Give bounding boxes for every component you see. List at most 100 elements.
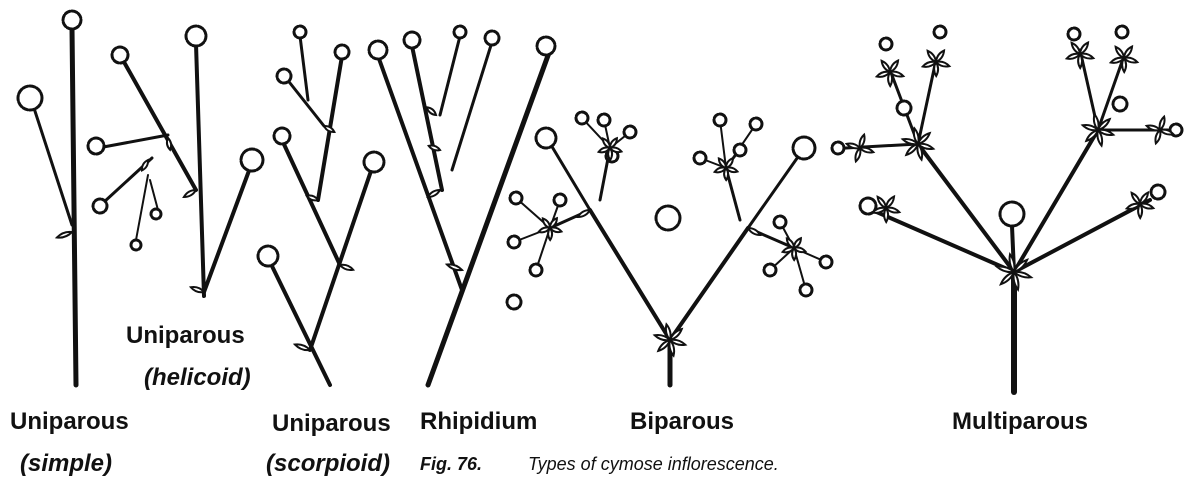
bract xyxy=(447,264,462,270)
bract xyxy=(340,265,353,270)
flower-bud xyxy=(820,256,832,268)
bract xyxy=(1132,193,1140,204)
bract xyxy=(295,344,310,350)
stem-line xyxy=(440,36,460,115)
stem-line xyxy=(150,180,158,210)
bract xyxy=(427,107,436,115)
flower-bud xyxy=(694,152,706,164)
bract xyxy=(1155,130,1160,143)
flower-bud xyxy=(364,152,384,172)
stem-line xyxy=(98,135,168,148)
label-multiparous: Multiparous xyxy=(952,408,1088,436)
label-biparous: Biparous xyxy=(630,408,734,436)
flower-bud xyxy=(88,138,104,154)
bract xyxy=(142,160,148,170)
flower-bud xyxy=(800,284,812,296)
bract xyxy=(890,61,898,72)
bract xyxy=(428,190,440,197)
flower-bud xyxy=(369,41,387,59)
bract xyxy=(429,146,440,151)
flower-bud xyxy=(554,194,566,206)
bract xyxy=(936,51,944,62)
stem-line xyxy=(748,154,800,228)
figure-number: Fig. 76. xyxy=(420,454,482,475)
flower-bud xyxy=(258,246,278,266)
stem-line xyxy=(428,50,550,385)
bract xyxy=(1160,117,1165,130)
flower-bud xyxy=(576,112,588,124)
flower-bud xyxy=(536,128,556,148)
flower-bud xyxy=(186,26,206,46)
stem-line xyxy=(204,168,250,292)
stem-line xyxy=(124,62,196,190)
flower-bud xyxy=(598,114,610,126)
diagram-rhipidium xyxy=(369,26,555,385)
flower-bud xyxy=(624,126,636,138)
flower-bud xyxy=(1151,185,1165,199)
figure-caption: Types of cymose inflorescence. xyxy=(528,454,779,475)
label-rhipidium: Rhipidium xyxy=(420,408,537,436)
flower-bud xyxy=(537,37,555,55)
bract xyxy=(57,232,72,238)
flower-bud xyxy=(1113,97,1127,111)
bract xyxy=(886,197,894,208)
label-uniparous-scorpioid: Uniparous xyxy=(272,410,391,438)
flower-bud xyxy=(18,86,42,110)
label-uniparous-simple: Uniparous xyxy=(10,408,129,436)
flower-bud xyxy=(277,69,291,83)
flower-bud xyxy=(151,209,161,219)
bract xyxy=(1080,43,1088,54)
flower-bud xyxy=(508,236,520,248)
flower-bud xyxy=(241,149,263,171)
flower-bud xyxy=(1068,28,1080,40)
diagram-scorpioid xyxy=(258,26,384,385)
stem-line xyxy=(196,44,204,296)
label-uniparous-scorpioid-sub: (scorpioid) xyxy=(266,450,390,478)
flower-bud xyxy=(335,45,349,59)
stem-line xyxy=(72,28,76,385)
flower-bud xyxy=(774,216,786,228)
flower-bud xyxy=(454,26,466,38)
flower-bud xyxy=(63,11,81,29)
bract xyxy=(726,158,733,168)
flower-bud xyxy=(934,26,946,38)
bract xyxy=(578,210,590,217)
bract xyxy=(1124,47,1132,58)
bract xyxy=(324,126,334,132)
diagram-simple xyxy=(18,11,81,385)
flower-bud xyxy=(714,114,726,126)
diagram-multiparous xyxy=(832,26,1182,392)
flower-bud xyxy=(404,32,420,48)
flower-bud xyxy=(510,192,522,204)
diagram-helicoid xyxy=(88,26,263,296)
bract xyxy=(878,197,886,208)
stem-line xyxy=(590,210,670,340)
stem-line xyxy=(282,140,340,265)
flower-bud xyxy=(93,199,107,213)
bract xyxy=(610,138,617,148)
flower-bud xyxy=(897,101,911,115)
bract xyxy=(1072,43,1080,54)
label-uniparous-helicoid-sub: (helicoid) xyxy=(144,364,251,392)
bract xyxy=(794,238,801,248)
stem-line xyxy=(1098,56,1124,130)
stem-line xyxy=(452,42,492,170)
stem-line xyxy=(670,228,748,340)
flower-bud xyxy=(485,31,499,45)
flower-bud xyxy=(294,26,306,38)
stem-line xyxy=(300,36,308,100)
label-uniparous-simple-sub: (simple) xyxy=(20,450,112,478)
bract xyxy=(543,218,550,228)
flower-bud xyxy=(880,38,892,50)
bract xyxy=(928,51,936,62)
flower-bud xyxy=(1116,26,1128,38)
bract xyxy=(860,148,873,153)
bract xyxy=(167,138,171,150)
flower-bud xyxy=(131,240,141,250)
diagram-biparous xyxy=(507,112,832,385)
flower-bud xyxy=(764,264,776,276)
flower-bud xyxy=(750,118,762,130)
flower-bud xyxy=(530,264,542,276)
bract xyxy=(184,190,196,197)
flower-bud xyxy=(793,137,815,159)
